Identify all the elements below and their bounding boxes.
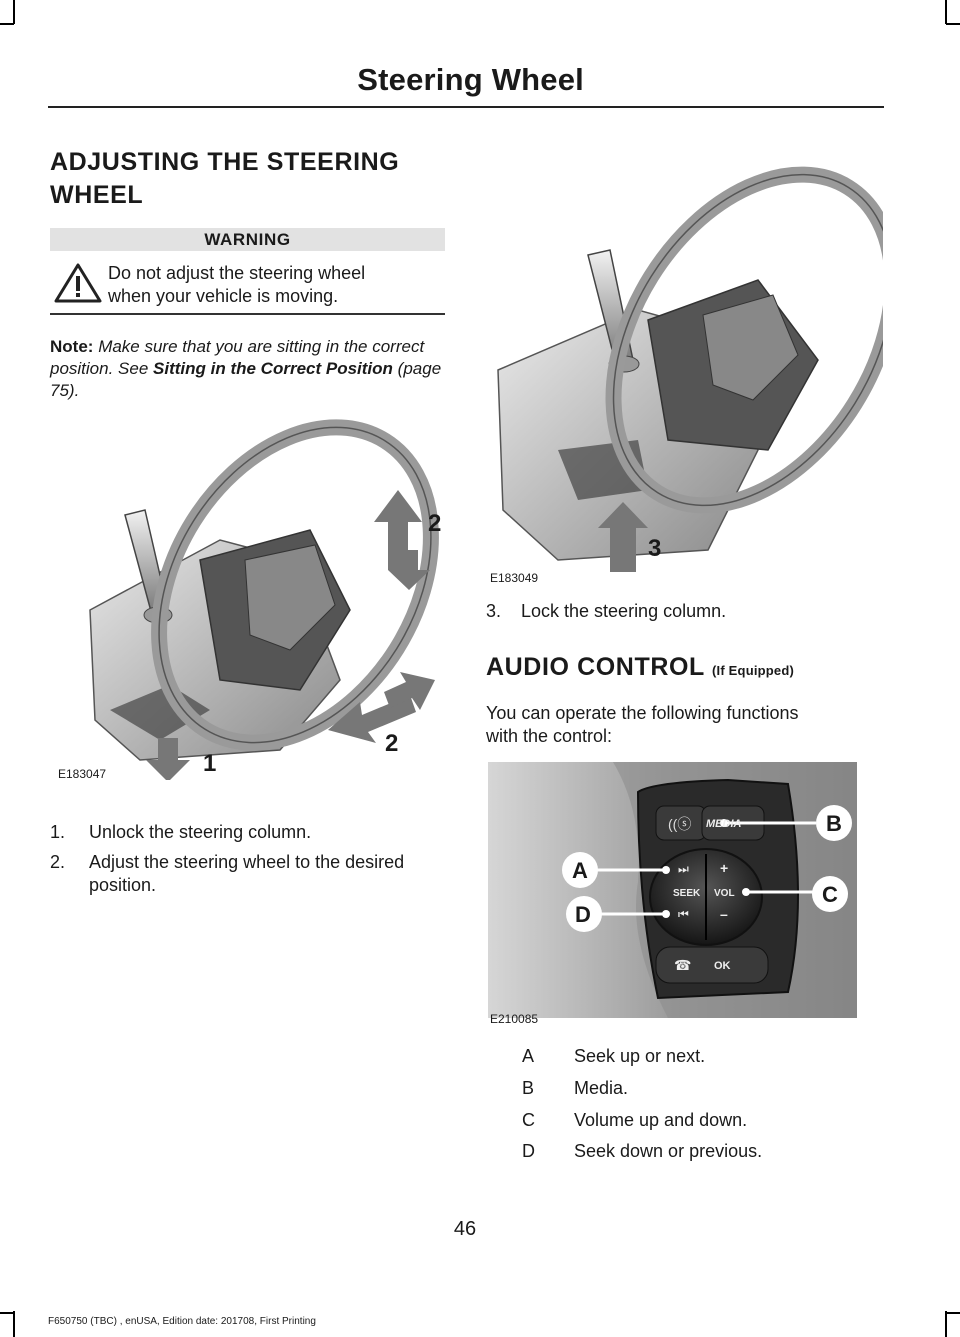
- warning-text: Do not adjust the steering wheel when yo…: [108, 262, 365, 308]
- step-number: 2.: [50, 852, 66, 872]
- step-number: 1.: [50, 822, 66, 842]
- step-number: 3.: [486, 601, 502, 621]
- volume-up-button[interactable]: +: [720, 860, 729, 876]
- crop-mark: [945, 0, 947, 24]
- list-item: 1. Unlock the steering column.: [50, 821, 450, 844]
- warning-triangle-icon: [54, 262, 102, 304]
- callout-b: B: [826, 811, 842, 836]
- crop-mark: [0, 23, 14, 25]
- warning-rule: [50, 313, 445, 315]
- crop-mark: [13, 1311, 15, 1337]
- crop-mark: [945, 1311, 947, 1337]
- figure-steering-lock: 3: [488, 150, 901, 575]
- ok-button[interactable]: OK: [714, 960, 731, 972]
- warning-label: WARNING: [50, 228, 445, 251]
- voice-icon[interactable]: ((ⓢ: [668, 816, 692, 832]
- intro-line: with the control:: [486, 726, 613, 746]
- phone-icon[interactable]: ☎: [674, 957, 692, 973]
- audio-intro: You can operate the following functions …: [486, 702, 799, 748]
- telescope-arrow-icon: [328, 672, 435, 743]
- tilt-arrow-icon: [374, 490, 430, 590]
- legend-key: D: [522, 1141, 535, 1161]
- header-rule: [48, 106, 884, 108]
- footer-text: F650750 (TBC) , enUSA, Edition date: 201…: [48, 1316, 316, 1327]
- seek-up-icon[interactable]: ⏭: [678, 862, 689, 876]
- crop-mark: [13, 0, 15, 24]
- seek-label: SEEK: [673, 888, 701, 899]
- page-number: 46: [453, 1218, 477, 1240]
- legend-value: Seek up or next.: [574, 1046, 706, 1066]
- callout-3: 3: [648, 535, 662, 562]
- crop-mark: [0, 1312, 14, 1314]
- note-page-ref: (page 75).: [50, 359, 442, 400]
- legend-key: A: [522, 1046, 535, 1066]
- section-heading-audio: AUDIO CONTROL (If Equipped): [486, 651, 794, 687]
- callout-c: C: [822, 882, 838, 907]
- legend-value: Volume up and down.: [574, 1110, 748, 1130]
- callout-a: A: [572, 858, 588, 883]
- figure-audio-control: ((ⓢ MEDIA ⏭ SEEK ⏮ + VOL – ☎ OK A B C D: [488, 762, 857, 1018]
- legend-value: Media.: [574, 1078, 629, 1098]
- legend-value: Seek down or previous.: [574, 1141, 763, 1161]
- section-heading-adjusting: ADJUSTING THE STEERING WHEEL: [50, 146, 399, 212]
- intro-line: You can operate the following functions: [486, 703, 799, 723]
- crop-mark: [946, 1312, 960, 1314]
- heading-line: WHEEL: [50, 181, 144, 209]
- page-header-title: Steering Wheel: [357, 62, 584, 97]
- step-text: position.: [89, 875, 157, 895]
- list-item: 2. Adjust the steering wheel to the desi…: [50, 851, 460, 897]
- heading-text: AUDIO CONTROL: [486, 653, 705, 681]
- step-text: Adjust the steering wheel to the desired: [89, 852, 405, 872]
- note-text: Make sure that you are sitting in the co…: [50, 337, 425, 378]
- seek-down-icon[interactable]: ⏮: [678, 907, 689, 921]
- media-button[interactable]: MEDIA: [706, 818, 742, 830]
- callout-d: D: [575, 902, 591, 927]
- step-text: Lock the steering column.: [521, 601, 727, 621]
- heading-line: ADJUSTING THE STEERING: [50, 148, 400, 176]
- note-link[interactable]: Sitting in the Correct Position: [153, 359, 393, 378]
- callout-2-bottom: 2: [385, 730, 399, 757]
- step-text: Unlock the steering column.: [89, 822, 312, 842]
- figure-steering-adjust: 2 2 1: [50, 410, 450, 782]
- note-paragraph: Note: Make sure that you are sitting in …: [50, 336, 450, 402]
- heading-suffix: (If Equipped): [712, 663, 795, 678]
- warning-text-line: Do not adjust the steering wheel: [108, 263, 366, 283]
- legend-key: C: [522, 1110, 535, 1130]
- crop-mark: [946, 23, 960, 25]
- list-item: 3. Lock the steering column.: [486, 600, 886, 623]
- volume-down-button[interactable]: –: [720, 906, 728, 922]
- unlock-arrow-icon: [146, 738, 190, 782]
- note-label: Note:: [50, 337, 94, 356]
- figure-id: E210085: [490, 1012, 539, 1026]
- vol-label: VOL: [714, 888, 735, 899]
- lock-arrow-icon: [598, 502, 648, 572]
- figure-id: E183047: [58, 767, 107, 781]
- figure-id: E183049: [490, 571, 539, 585]
- warning-text-line: when your vehicle is moving.: [108, 286, 339, 306]
- legend-key: B: [522, 1078, 535, 1098]
- callout-1: 1: [203, 750, 217, 777]
- callout-2-top: 2: [428, 510, 442, 537]
